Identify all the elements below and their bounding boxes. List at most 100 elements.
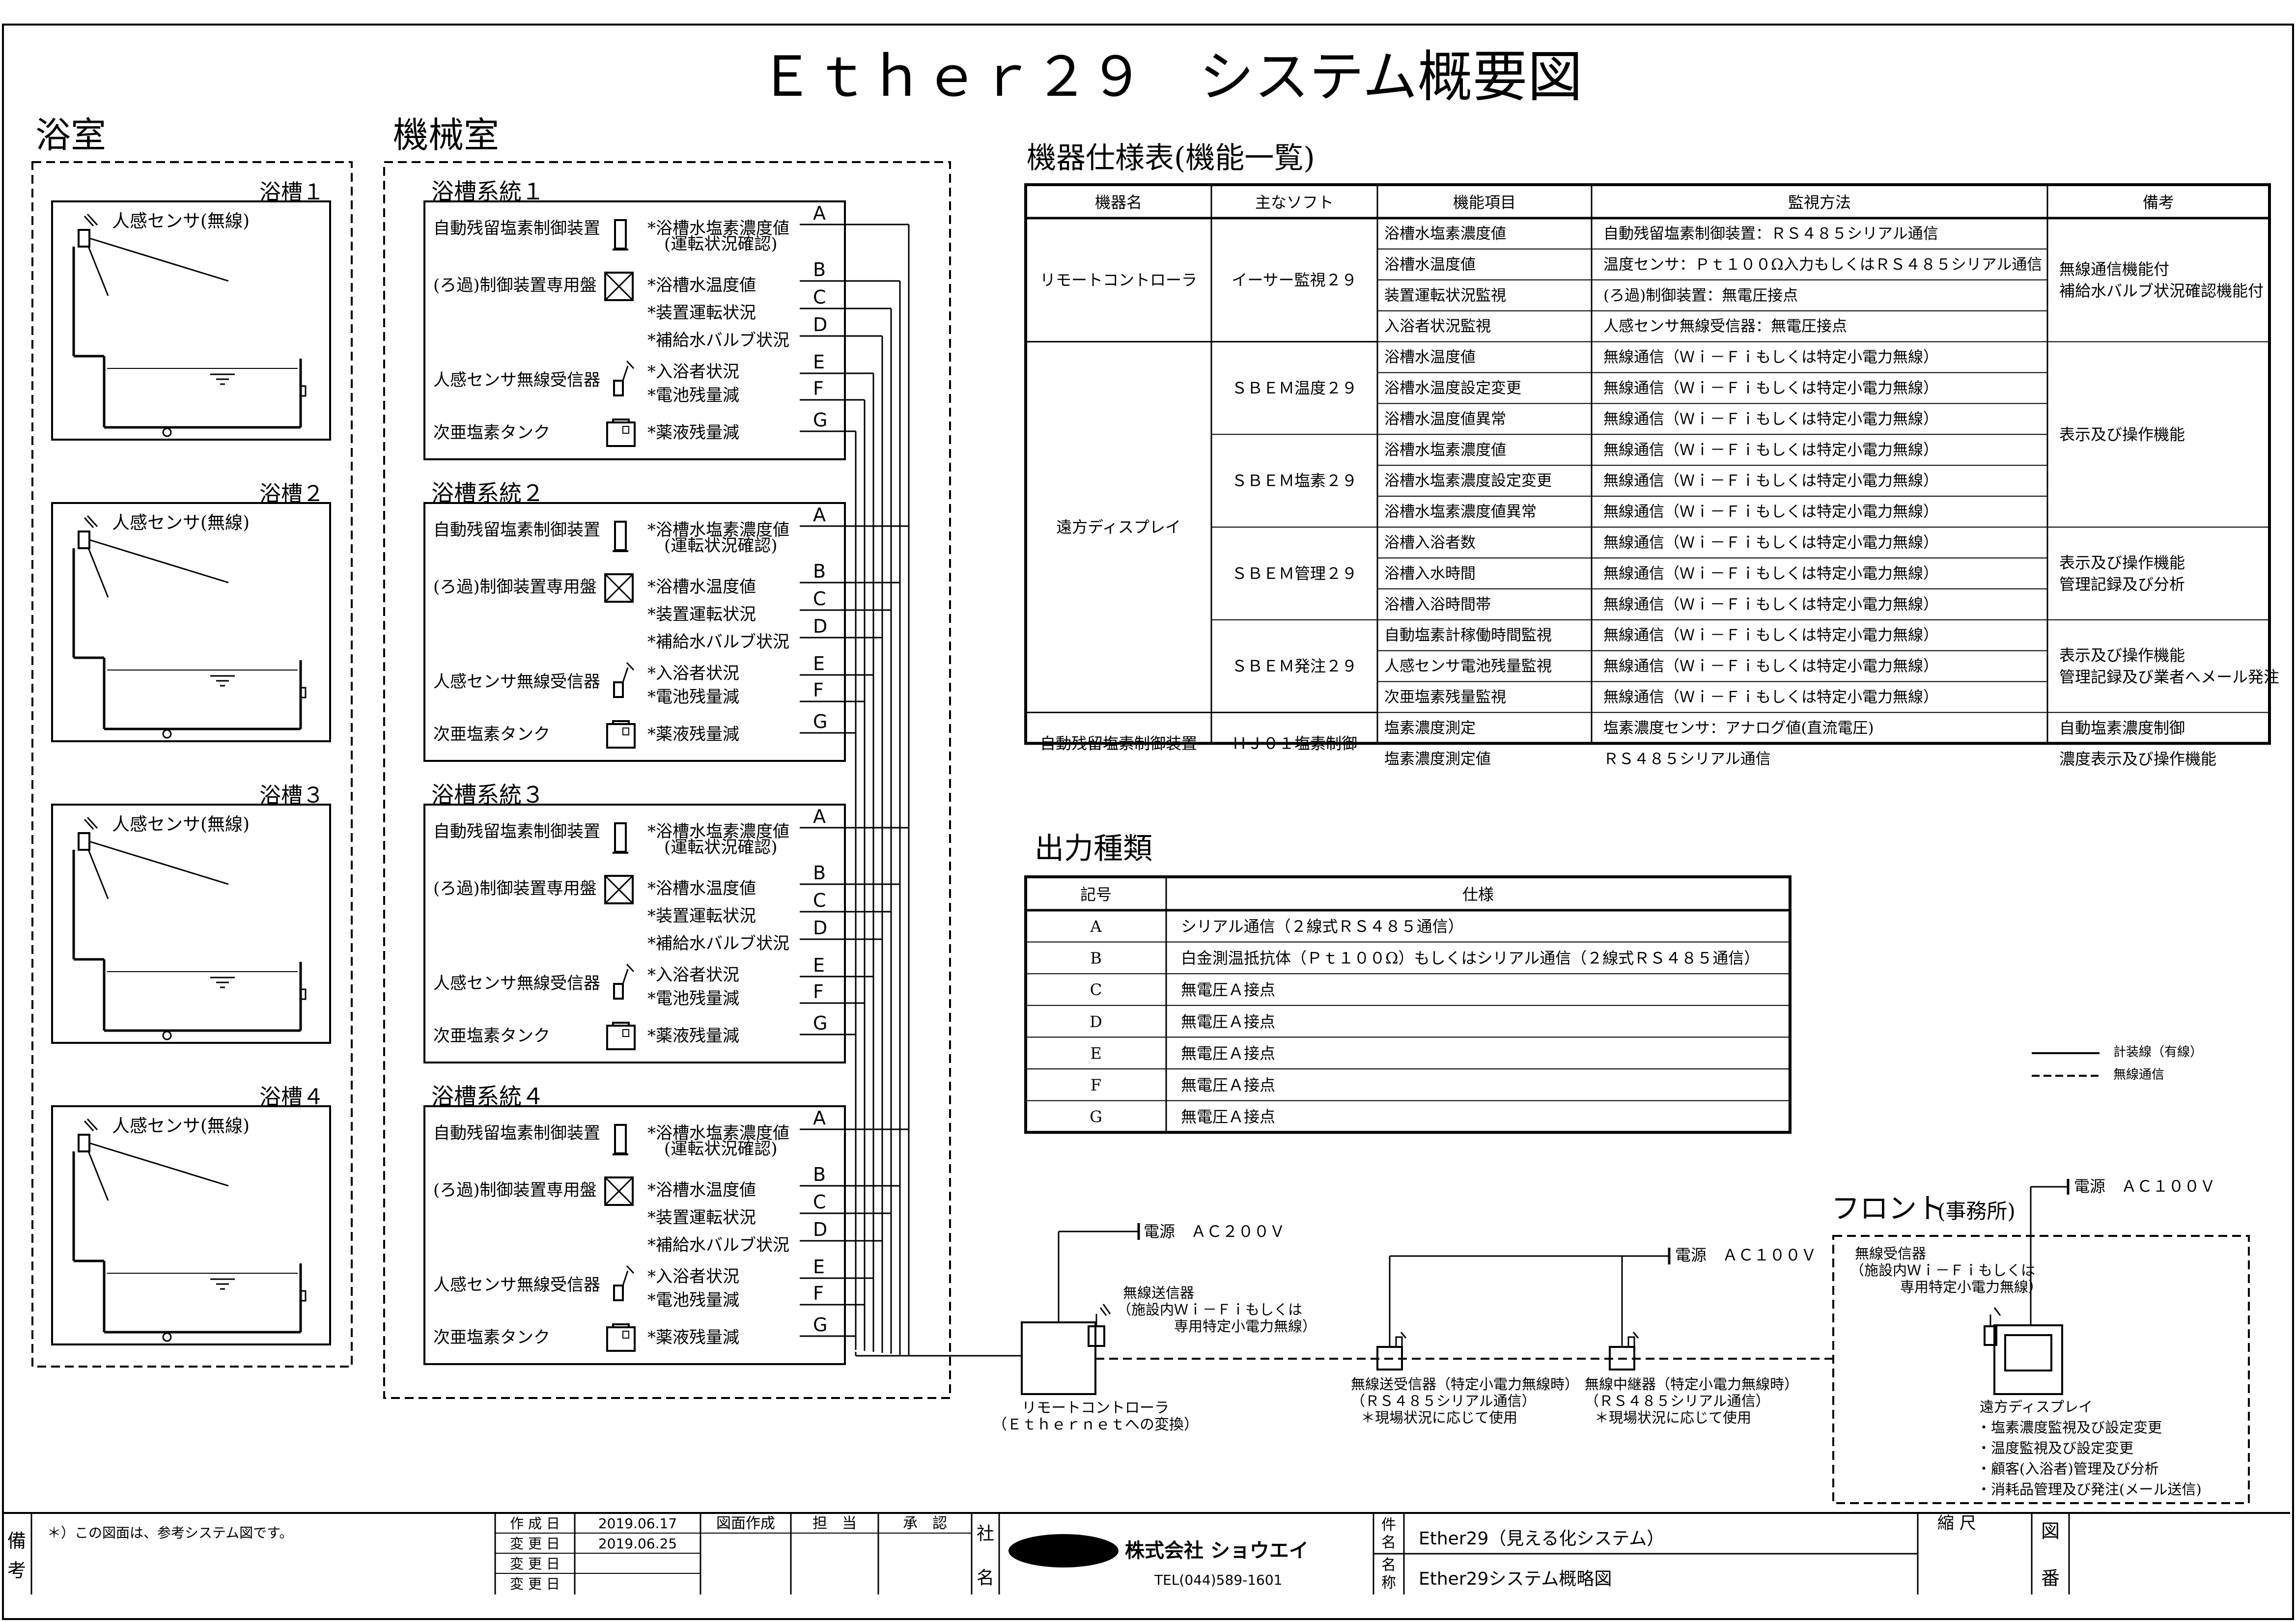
receiver-wave [626,360,635,369]
tank-icon-window [622,727,629,735]
output-symbol: D [1090,1012,1102,1031]
spec-note: 管理記録及び業者へメール発注 [2059,668,2279,686]
front-receiver-label: 無線受信器 [1855,1245,1926,1262]
signal-label: *入浴者状況 [647,362,739,382]
spec-software: ＳＢＥＭ発注２９ [1232,657,1357,675]
spec-device: 自動残留塩素制御装置 [1040,734,1197,753]
spec-device: リモートコントローラ [1040,271,1197,289]
output-table-border [1024,875,1792,1134]
output-letter-G: G [813,711,827,732]
output-spec: 無電圧Ａ接点 [1181,1012,1275,1031]
spec-function: 浴槽水温度値 [1384,256,1476,274]
signal-label: (運転状況確認) [664,1139,778,1159]
spec-method: 無線通信（Ｗｉ－Ｆｉもしくは特定小電力無線） [1603,410,1938,428]
spec-function: 浴槽入浴者数 [1384,534,1476,552]
output-letter-C: C [813,588,826,610]
name-label: 称 [1381,1574,1396,1592]
tub-frame [51,200,331,441]
device-filter-panel: (ろ過)制御装置専用盤 [433,577,597,597]
role-label: 担 当 [812,1515,857,1532]
front-dashed-boundary [1832,1235,2250,1504]
output-letter-D: D [813,917,827,939]
scale-label: 縮 尺 [1937,1513,1976,1533]
spec-function: 浴槽水温度値 [1384,349,1476,366]
company-name: 株式会社 ショウエイ [1125,1539,1309,1562]
date-label: 変 更 日 [510,1556,560,1572]
spec-function: 浴槽水温度設定変更 [1384,380,1521,397]
remarks-label: 備 [7,1530,26,1552]
device-sensor-receiver: 人感センサ無線受信器 [433,370,600,390]
signal-label: (運転状況確認) [664,234,778,254]
output-letter-C: C [813,890,826,911]
transceiver-antenna [1395,1336,1403,1348]
signal-label: *浴槽水温度値 [647,1180,756,1200]
legend: 計装線（有線）無線通信 [2032,1045,2203,1082]
tub-port [300,988,307,1000]
remote-display-box [1993,1324,2063,1395]
machine-section: 機械室浴槽系統１自動残留塩素制御装置(ろ過)制御装置専用盤人感センサ無線受信器次… [383,114,1021,1399]
transceiver-label: （ＲＳ４８５シリアル通信） [1351,1393,1536,1409]
output-spec: 白金測温抵抗体（Ｐｔ１００Ω）もしくはシリアル通信（２線式ＲＳ４８５通信） [1181,949,1760,968]
output-spec: 無電圧Ａ接点 [1181,1108,1275,1126]
output-letter-B: B [813,862,826,884]
system-4: 浴槽系統４自動残留塩素制御装置(ろ過)制御装置専用盤人感センサ無線受信器次亜塩素… [423,1083,909,1365]
drain [162,427,172,437]
receiver-antenna [622,667,629,683]
output-symbol: A [1090,917,1102,936]
output-symbol: G [1090,1108,1102,1126]
output-letter-A: A [813,504,826,526]
signal-label: *電池残量減 [647,386,739,405]
output-letter-B: B [813,259,826,280]
signal-label: *装置運転状況 [647,605,756,624]
drain [162,729,172,739]
output-letter-C: C [813,286,826,308]
receiver-wave [626,1265,635,1274]
transceiver-label: ＊現場状況に応じて使用 [1361,1409,1517,1426]
bath-section: 浴室浴槽１人感センサ(無線)浴槽２人感センサ(無線)浴槽３人感センサ(無線)浴槽… [31,114,353,1368]
receiver-icon [613,380,624,396]
tank-icon [606,1022,636,1050]
output-spec: シリアル通信（２線式ＲＳ４８５通信） [1181,917,1464,936]
panel-icon [604,1176,634,1206]
device-hypochlorite-tank: 次亜塩素タンク [433,1026,550,1046]
signal-label: *補給水バルブ状況 [647,331,789,350]
spec-method: 自動残留塩素制御装置：ＲＳ４８５シリアル通信 [1603,225,1938,243]
spec-software: ＳＢＥＭ温度２９ [1232,379,1357,397]
output-letter-F: F [813,679,824,701]
device-chlorine-controller: 自動残留塩素制御装置 [433,1123,600,1143]
signal-label: *浴槽水温度値 [647,879,756,898]
tub-sensor-label: 人感センサ(無線) [112,211,250,231]
system-3: 浴槽系統３自動残留塩素制御装置(ろ過)制御装置専用盤人感センサ無線受信器次亜塩素… [423,782,909,1063]
sensor-wave [86,1118,98,1131]
device-chlorine-controller: 自動残留塩素制御装置 [433,520,600,540]
panel-icon [604,272,634,301]
device-filter-panel: (ろ過)制御装置専用盤 [433,276,597,295]
signal-label: *浴槽水塩素濃度値 [647,822,789,841]
device-filter-panel: (ろ過)制御装置専用盤 [433,1180,597,1200]
output-spec: 無電圧Ａ接点 [1181,980,1275,999]
spec-heading: 機器仕様表(機能一覧) [1027,141,1315,175]
panel-icon [604,875,634,904]
output-letter-D: D [813,314,827,336]
spec-note: 表示及び操作機能 [2059,646,2185,665]
system-frame [423,1105,846,1365]
receiver-icon [613,983,624,1000]
transceiver-label: 無線送受信器（特定小電力無線時） [1351,1376,1579,1393]
date-label: 変 更 日 [510,1536,560,1552]
device-filter-panel: (ろ過)制御装置専用盤 [433,879,597,898]
system-frame [423,804,846,1063]
receiver-wave [626,662,635,671]
sensor-wave [84,517,94,529]
name-label: 名 [1381,1557,1396,1574]
output-letter-G: G [813,1012,827,1034]
tub-port [300,1290,307,1302]
legend-wired-label: 計装線（有線） [2113,1045,2203,1060]
output-letter-D: D [813,615,827,637]
output-heading: 出力種類 [1035,832,1152,866]
receiver-antenna [622,969,629,984]
spec-method: 無線通信（Ｗｉ－Ｆｉもしくは特定小電力無線） [1603,658,1938,675]
signal-label: *入浴者状況 [647,1267,739,1286]
remote-controller-label: リモートコントローラ [1022,1399,1169,1417]
